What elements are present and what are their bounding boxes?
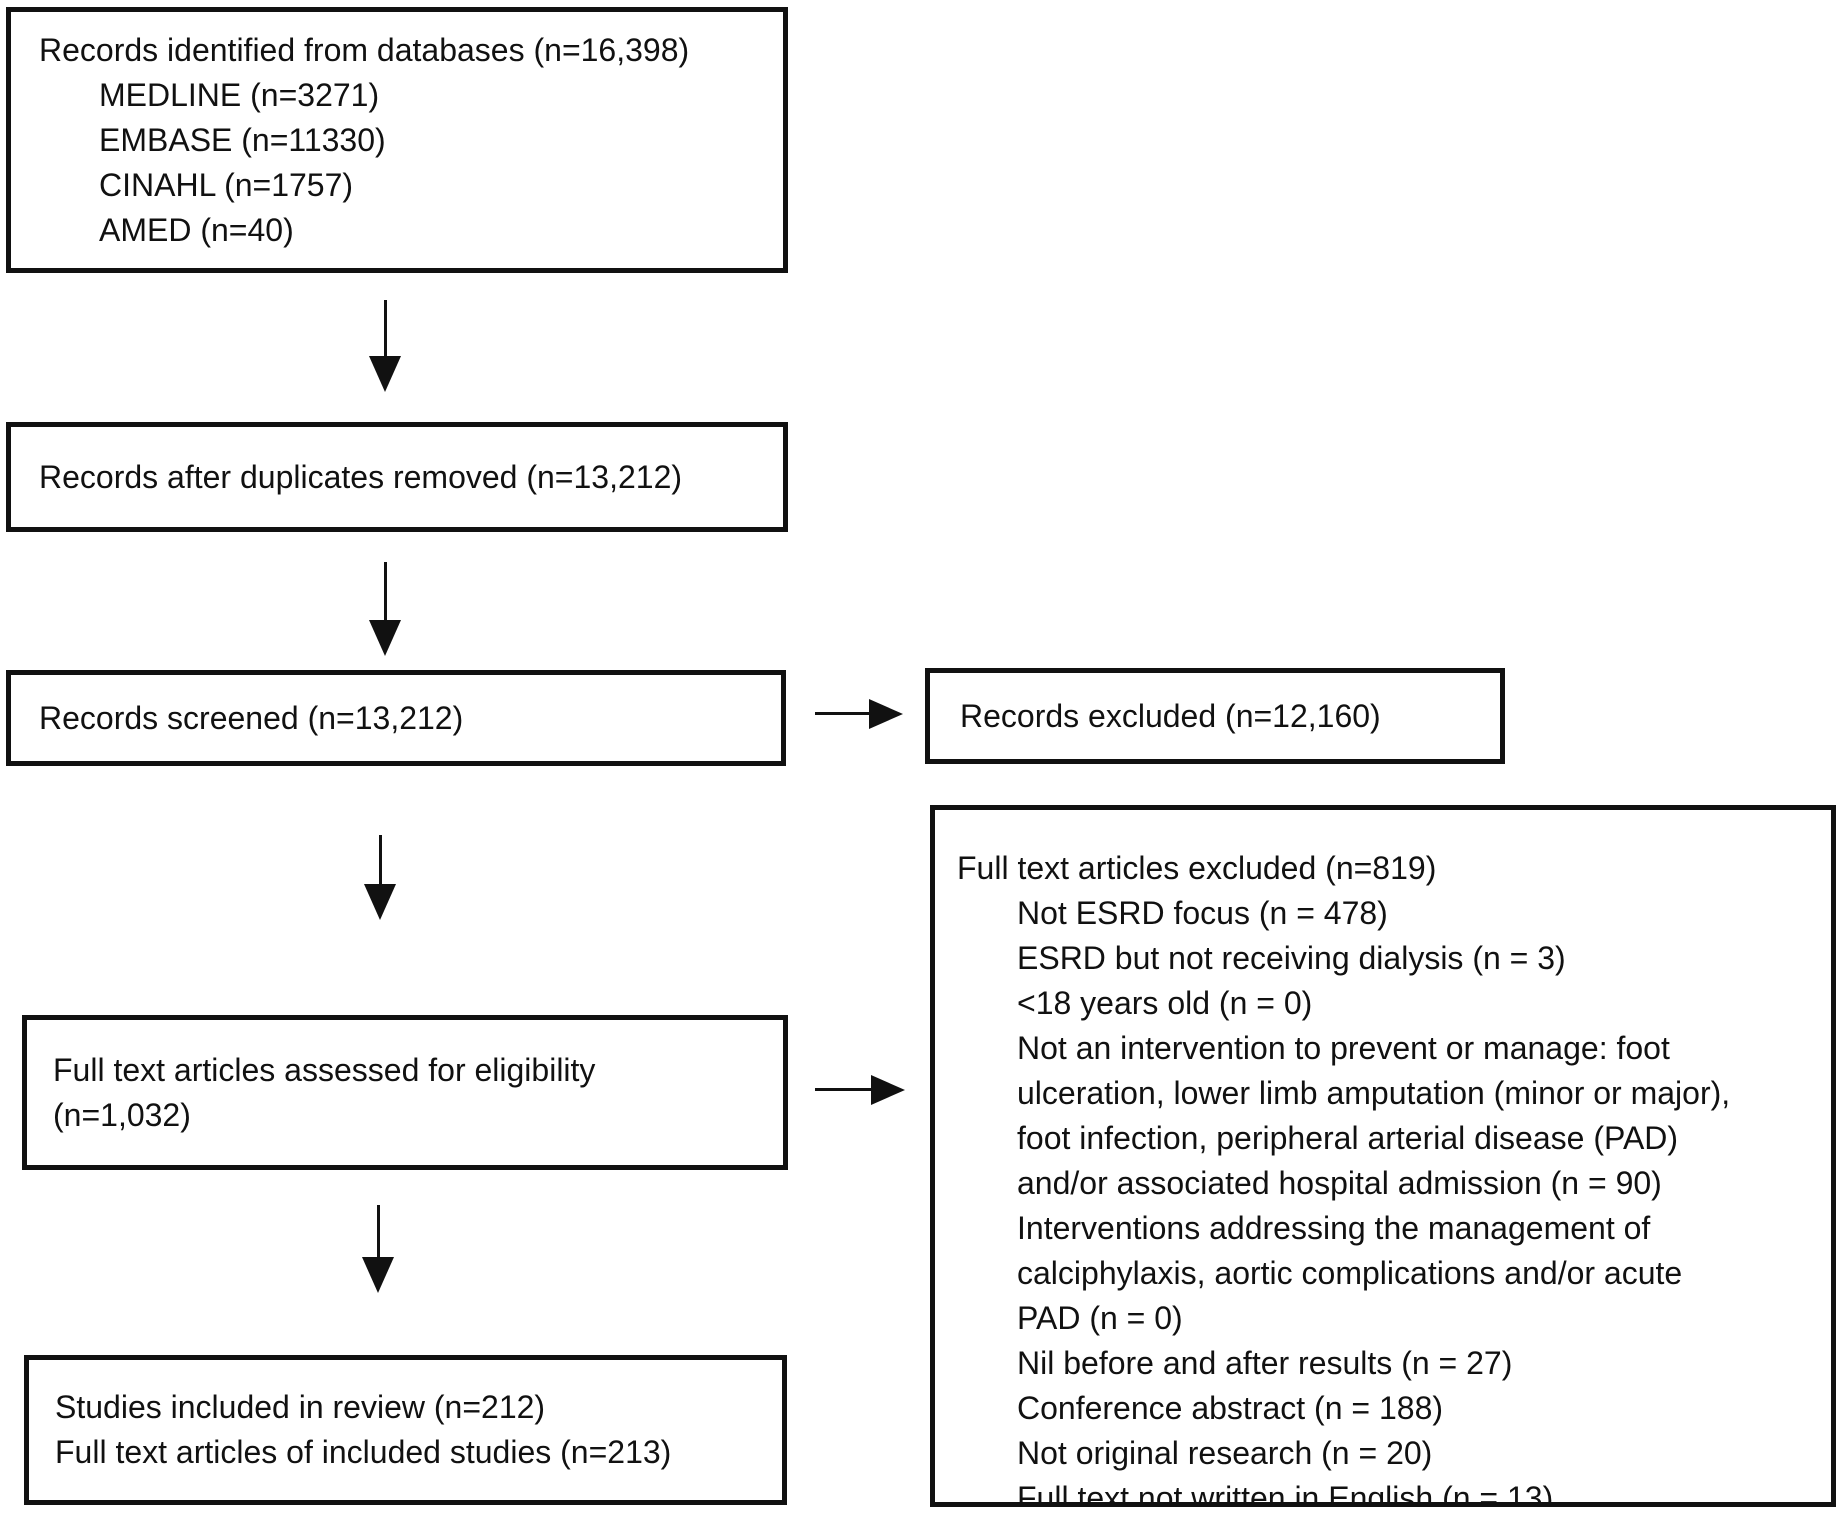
arrowhead-right-icon — [871, 1075, 905, 1105]
arrowhead-right-icon — [869, 699, 903, 729]
source-embase: EMBASE (n=11330) — [99, 121, 386, 158]
arrowhead-down-icon — [369, 620, 401, 656]
arrowhead-down-icon — [369, 356, 401, 392]
source-medline: MEDLINE (n=3271) — [99, 76, 380, 113]
exclusion-reason: <18 years old (n = 0) — [1017, 985, 1313, 1021]
fulltext-excluded-title: Full text articles excluded (n=819) — [957, 850, 1437, 886]
arrowhead-down-icon — [364, 884, 396, 920]
arrow-line — [379, 835, 382, 888]
box-fulltext-excluded: Full text articles excluded (n=819) Not … — [930, 805, 1836, 1507]
box-records-identified: Records identified from databases (n=16,… — [6, 7, 788, 273]
source-amed: AMED (n=40) — [99, 211, 294, 248]
box-records-screened: Records screened (n=13,212) — [6, 670, 786, 766]
records-screened-text: Records screened (n=13,212) — [39, 699, 464, 736]
records-excluded-text: Records excluded (n=12,160) — [960, 697, 1381, 734]
arrow-line — [384, 300, 387, 360]
source-cinahl: CINAHL (n=1757) — [99, 166, 354, 203]
arrow-line — [377, 1205, 380, 1261]
box-records-excluded: Records excluded (n=12,160) — [925, 668, 1505, 764]
box-fulltext-assessed: Full text articles assessed for eligibil… — [22, 1015, 788, 1170]
records-identified-title: Records identified from databases (n=16,… — [39, 31, 690, 68]
exclusion-reason: Not ESRD focus (n = 478) — [1017, 895, 1388, 931]
fulltext-assessed-text: Full text articles assessed for eligibil… — [53, 1051, 596, 1133]
duplicates-removed-text: Records after duplicates removed (n=13,2… — [39, 458, 683, 495]
box-studies-included: Studies included in review (n=212) Full … — [24, 1355, 787, 1505]
exclusion-reason: Not original research (n = 20) — [1017, 1435, 1433, 1471]
arrow-line — [384, 562, 387, 624]
arrow-line — [815, 712, 871, 715]
exclusion-reason: Interventions addressing the management … — [1017, 1210, 1683, 1336]
exclusion-reason: Conference abstract (n = 188) — [1017, 1390, 1444, 1426]
exclusion-reason: ESRD but not receiving dialysis (n = 3) — [1017, 940, 1566, 976]
exclusion-reason: Not an intervention to prevent or manage… — [1017, 1030, 1731, 1201]
exclusion-reason: Full text not written in English (n = 13… — [1017, 1480, 1554, 1507]
arrow-line — [815, 1088, 873, 1091]
box-duplicates-removed: Records after duplicates removed (n=13,2… — [6, 422, 788, 532]
exclusion-reason: Nil before and after results (n = 27) — [1017, 1345, 1513, 1381]
studies-included-text: Studies included in review (n=212) Full … — [55, 1389, 672, 1470]
arrowhead-down-icon — [362, 1257, 394, 1293]
